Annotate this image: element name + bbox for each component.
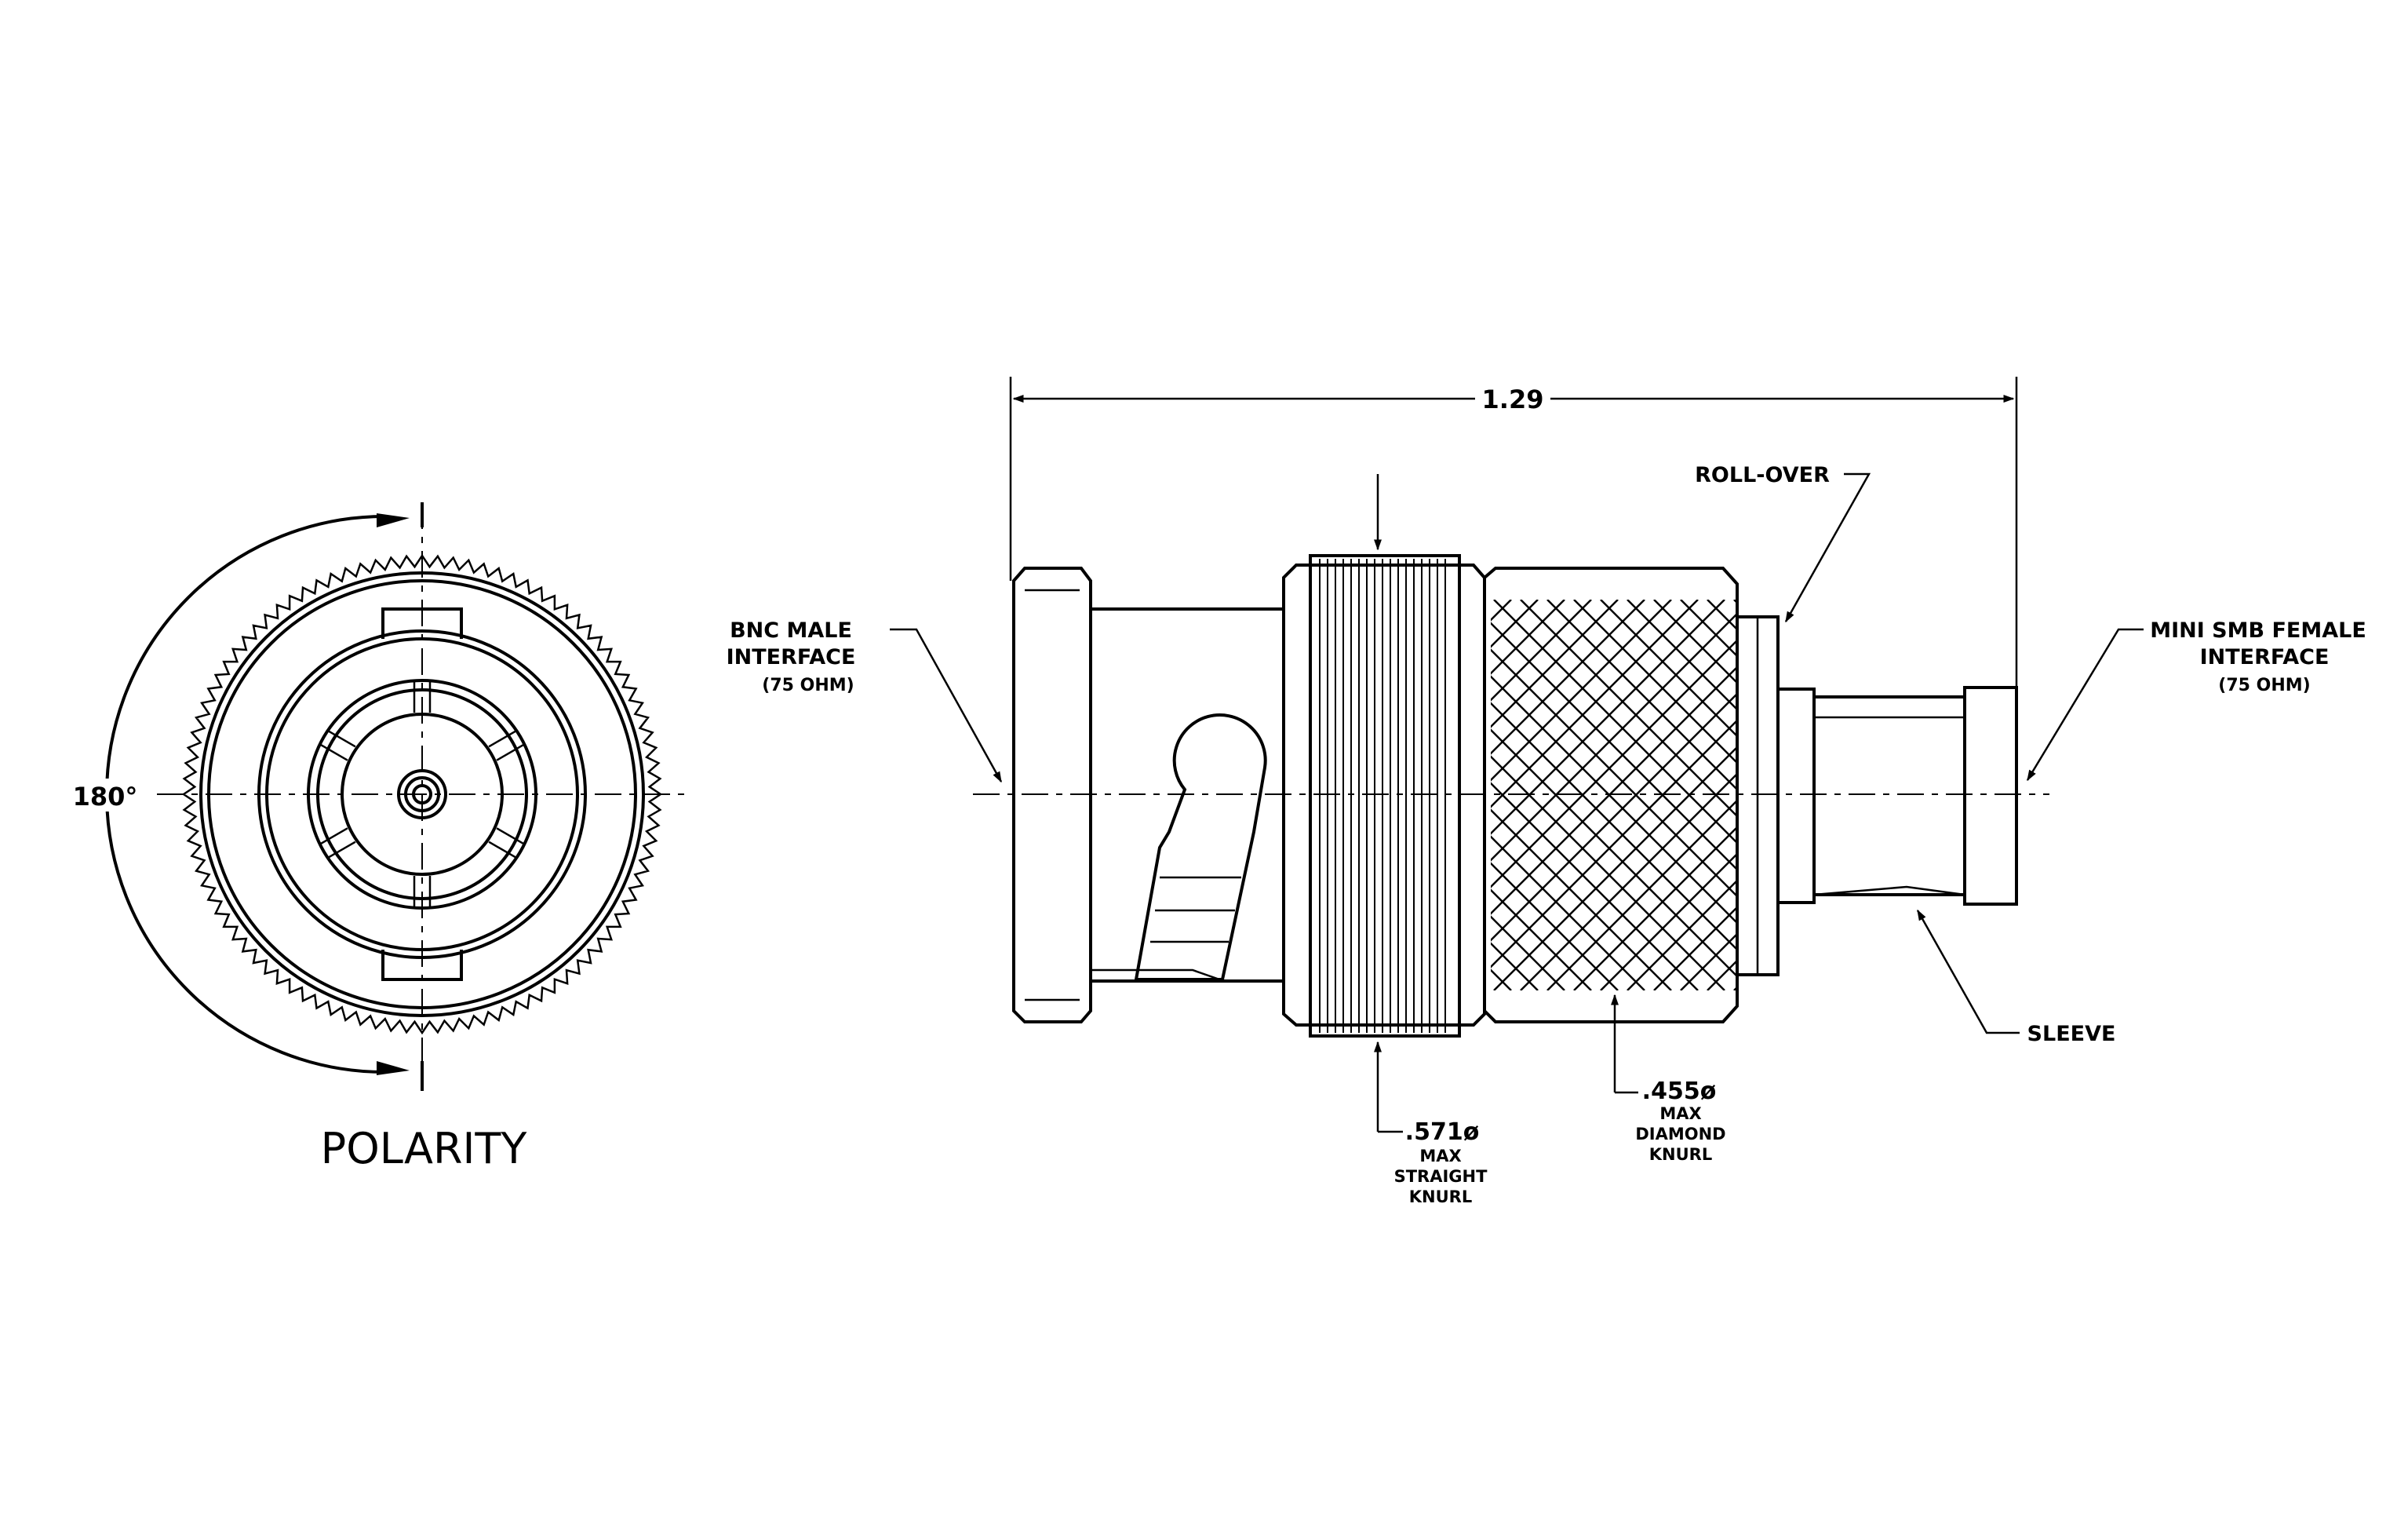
- adapter-side-view: 1.29 .571ø: [727, 377, 2392, 1206]
- bnc-callout-line1: BNC MALE: [730, 618, 852, 643]
- slotted-ring-outer: [307, 679, 537, 910]
- bnc-flange: [1012, 567, 1092, 1023]
- ring-slot-edge: [319, 827, 348, 845]
- straight-knurl-lines: [1319, 559, 1446, 1033]
- ring-slot-edge: [496, 827, 525, 845]
- ring-slot-edge: [488, 730, 517, 748]
- ring-slot-edge: [327, 730, 356, 748]
- bayonet-lug-bottom: [381, 950, 463, 981]
- smb-callout-line2: INTERFACE: [2200, 645, 2330, 669]
- overall-length-dimension: 1.29: [1482, 385, 1544, 414]
- bnc-leader: [890, 628, 1003, 783]
- ring-slot-edge: [488, 841, 517, 859]
- knurled-outer-ring: [181, 553, 663, 1035]
- dielectric-circle: [341, 713, 504, 876]
- diamond-knurl-type: DIAMOND: [1635, 1125, 1725, 1143]
- polarity-end-view: 180° POLARITY: [69, 502, 690, 1173]
- interface-ring-inner: [265, 637, 579, 951]
- straight-knurl-word: KNURL: [1409, 1187, 1472, 1206]
- center-contact-pin: [412, 784, 432, 804]
- bnc-callout-line2: INTERFACE: [727, 645, 856, 669]
- bnc-callout-line3: (75 OHM): [762, 676, 854, 695]
- diamond-knurl-line: [1653, 600, 1737, 684]
- straight-knurl-max: MAX: [1419, 1147, 1461, 1165]
- coupling-body: [1282, 564, 1486, 1027]
- diamond-knurl-line: [1491, 600, 1592, 702]
- diamond-knurl-diameter: .455ø: [1642, 1078, 1717, 1105]
- straight-knurl-band: [1309, 554, 1461, 1038]
- arc-arrowhead-top: [377, 513, 410, 527]
- roll-over-leader: [1784, 472, 1871, 623]
- ring-slots: [319, 681, 525, 907]
- diamond-knurl-line: [1491, 600, 1645, 755]
- smb-interface-end: [1963, 686, 2018, 906]
- bayonet-body-step: [1091, 968, 1225, 983]
- diamond-knurl-line: [1491, 888, 1592, 990]
- diamond-knurl-line: [1573, 600, 1737, 764]
- angle-label-background: [69, 779, 140, 812]
- diamond-knurl-line: [1491, 915, 1565, 990]
- diamond-knurl-line: [1627, 879, 1737, 990]
- diamond-knurl-line: [1491, 692, 1737, 942]
- diamond-knurl-line: [1491, 862, 1619, 990]
- sleeve-body: [1814, 695, 1966, 896]
- diamond-knurl-line: [1573, 826, 1737, 990]
- ring-slot-edge: [496, 743, 525, 761]
- arc-arrowhead-bottom: [377, 1061, 410, 1075]
- straight-knurl-type: STRAIGHT: [1394, 1167, 1488, 1186]
- smb-callout-line1: MINI SMB FEMALE: [2150, 618, 2366, 643]
- sleeve-leader: [1916, 909, 2020, 1034]
- sleeve-label: SLEEVE: [2027, 1022, 2116, 1046]
- slotted-ring-inner: [316, 688, 528, 900]
- diamond-knurl-line: [1491, 600, 1699, 808]
- outer-ring-inner-edge: [199, 571, 645, 1017]
- diamond-knurl-line: [2001, 600, 2392, 990]
- bayonet-lug-top: [381, 607, 463, 639]
- center-contact-outer: [397, 769, 447, 819]
- diamond-knurl-line: [1491, 600, 1672, 782]
- diamond-knurl-line: [1491, 600, 1619, 728]
- straight-knurl-diameter: .571ø: [1405, 1118, 1480, 1146]
- sleeve-taper: [1813, 885, 1965, 896]
- diamond-knurl-max: MAX: [1659, 1104, 1701, 1123]
- diamond-knurl-word: KNURL: [1649, 1145, 1712, 1164]
- diamond-knurl-line: [1546, 600, 1737, 791]
- coupling-nut-circle: [207, 579, 637, 1009]
- diamond-knurl-line: [1627, 600, 1737, 711]
- diamond-knurl-line: [1600, 600, 1737, 738]
- diamond-knurl-line: [1653, 906, 1737, 990]
- polarity-title: POLARITY: [321, 1124, 528, 1173]
- ring-slot-edge: [327, 841, 356, 859]
- bayonet-slot: [1134, 713, 1267, 981]
- center-contact-middle: [404, 776, 440, 812]
- diamond-knurl-line: [1491, 612, 1737, 862]
- smb-shoulder: [1776, 688, 1816, 904]
- roll-over-label: ROLL-OVER: [1695, 463, 1830, 487]
- diamond-knurl-line: [1491, 835, 1645, 990]
- smb-callout-line3: (75 OHM): [2218, 676, 2310, 695]
- angle-label: 180°: [73, 782, 138, 812]
- diamond-knurl-line: [1491, 808, 1672, 990]
- diamond-knurl-line: [1546, 799, 1737, 990]
- ring-slot-edge: [319, 743, 348, 761]
- diamond-knurl-line: [1491, 600, 1565, 675]
- diamond-knurl-line: [2001, 600, 2392, 990]
- diamond-knurl-line: [1600, 852, 1737, 990]
- smb-leader: [2026, 628, 2144, 782]
- interface-ring-outer: [257, 629, 587, 959]
